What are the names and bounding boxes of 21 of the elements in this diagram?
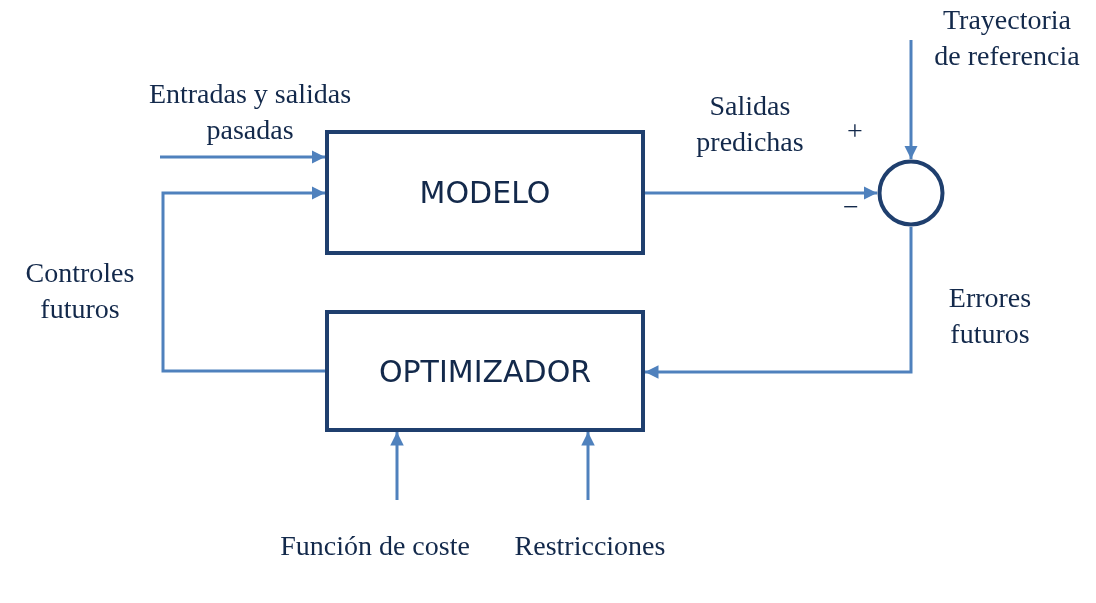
process-box — [325, 310, 645, 432]
summing-junction-circle — [877, 159, 945, 227]
edge-label: Controles futuros — [24, 256, 136, 327]
arrow — [390, 432, 404, 500]
box-label: MODELO — [419, 175, 551, 210]
edge-label: Salidas predichas — [695, 89, 805, 160]
arrow — [160, 150, 325, 164]
arrow — [581, 432, 595, 500]
arrow — [904, 40, 918, 159]
edge-label: Errores futuros — [947, 281, 1033, 352]
edge-label: Trayectoria de referencia — [933, 3, 1081, 74]
arrow — [161, 186, 325, 373]
sign-label: − — [842, 190, 860, 224]
arrow — [645, 186, 877, 200]
process-box — [325, 130, 645, 255]
box-label: OPTIMIZADOR — [378, 353, 592, 389]
edge-label: Restricciones — [513, 529, 667, 563]
sign-label: + — [846, 114, 864, 148]
edge-label: Entradas y salidas pasadas — [147, 77, 353, 148]
edge-label: Función de coste — [280, 529, 470, 563]
arrow — [645, 227, 913, 379]
